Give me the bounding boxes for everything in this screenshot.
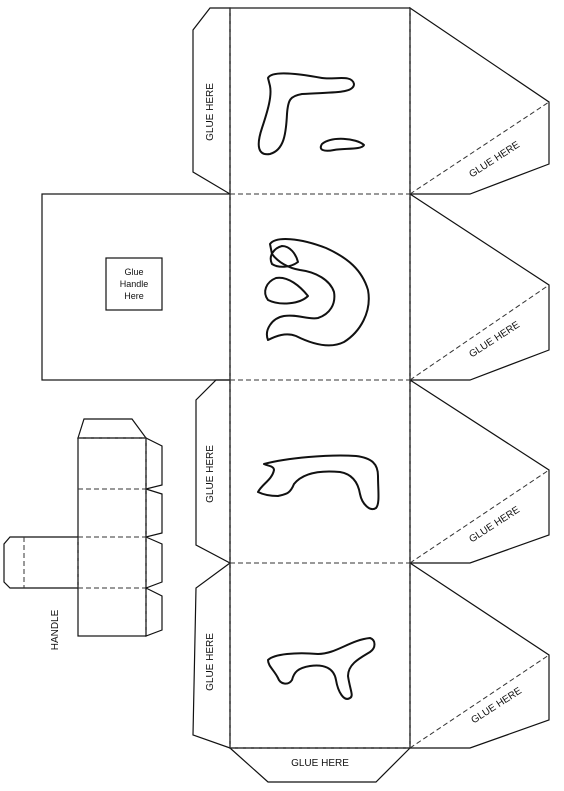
glue-here-label-2: GLUE HERE [205, 445, 216, 503]
glue-here-label-bottom: GLUE HERE [291, 758, 349, 769]
glue-here-label-6: GLUE HERE [467, 504, 522, 545]
handle-tab-1 [145, 437, 163, 490]
hey-letter [257, 72, 365, 156]
handle-top-cap [77, 418, 148, 439]
glue-here-label-4: GLUE HERE [467, 139, 522, 180]
handle-tab-4 [145, 587, 163, 637]
body-outline [41, 6, 550, 783]
gimel-letter [257, 454, 380, 510]
glue-here-label-5: GLUE HERE [467, 319, 522, 360]
nun-letter [267, 637, 376, 700]
glue-handle-line3: Here [124, 291, 144, 301]
face-column-outline [229, 7, 411, 749]
glue-handle-box [105, 257, 163, 311]
glue-handle-line2: Handle [120, 279, 149, 289]
side-flap [41, 193, 231, 381]
roof-flap-4 [409, 561, 550, 749]
glue-here-label-7: GLUE HERE [469, 685, 524, 726]
handle-tab-2 [145, 488, 163, 538]
handle-label: HANDLE [50, 609, 61, 650]
shin-letter [264, 238, 370, 347]
handle-tab-3 [145, 536, 163, 589]
glue-here-label-3: GLUE HERE [205, 633, 216, 691]
handle-fold-lines [23, 437, 147, 636]
fold-lines [229, 8, 550, 749]
handle-net [3, 418, 163, 637]
glue-handle-line1: Glue [124, 267, 143, 277]
glue-here-label-1: GLUE HERE [205, 83, 216, 141]
glue-tab-bottom-left [192, 561, 231, 749]
handle-side-tab [3, 536, 79, 589]
